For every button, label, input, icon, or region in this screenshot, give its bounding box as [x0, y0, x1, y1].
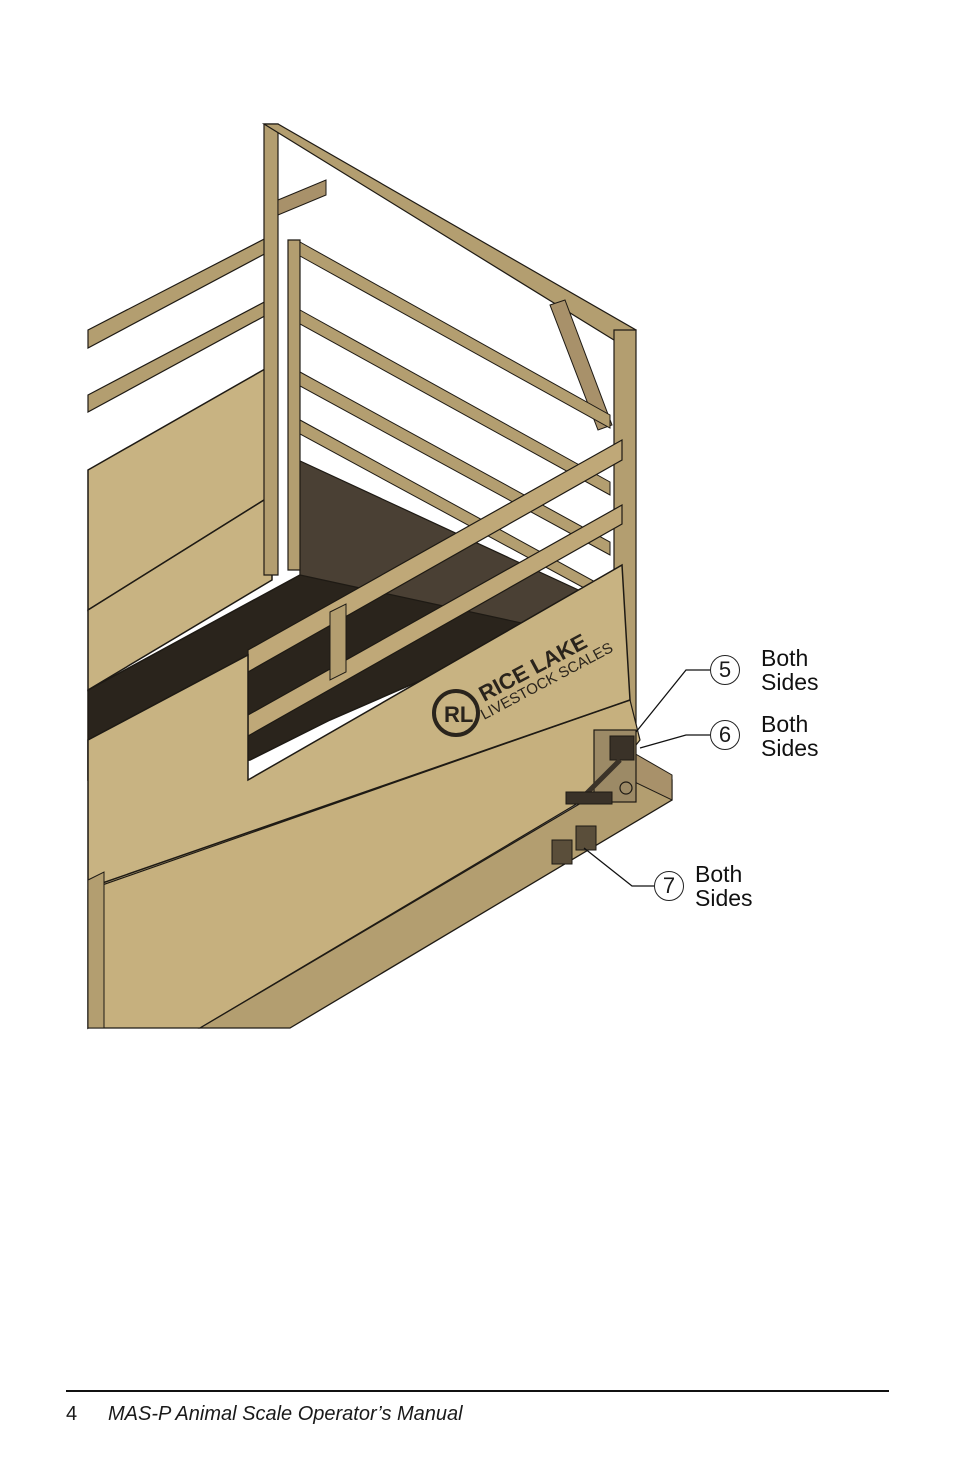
left-rail-top [87, 234, 273, 349]
rear-gate-brace [277, 179, 327, 216]
callout-label-7: Both Sides [695, 862, 753, 910]
rear-gate-top-rail [261, 123, 637, 346]
svg-text:RL: RL [444, 702, 473, 727]
leader-line-7 [583, 847, 654, 887]
leader-line-6 [639, 734, 710, 749]
callout-number-7: 7 [654, 871, 684, 901]
inner-gate-rail-2 [299, 309, 611, 496]
callout-number-6: 6 [710, 720, 740, 750]
manual-title: MAS-P Animal Scale Operator’s Manual [108, 1403, 463, 1425]
callout-number-5: 5 [710, 655, 740, 685]
inner-gate-post [287, 239, 301, 571]
callout-5-line1: Both [761, 645, 809, 671]
panel-seam [87, 699, 631, 889]
callout-6-line1: Both [761, 711, 809, 737]
animal-scale-illustration: RL RICE LAKE LIVESTOCK SCALES [87, 123, 710, 1030]
front-rail-post [329, 603, 347, 681]
left-side-panel-lower [87, 493, 273, 692]
callout-5-line2: Sides [761, 669, 819, 695]
callout-6-line2: Sides [761, 735, 819, 761]
callout-label-5: Both Sides [761, 646, 819, 694]
callout-7-line2: Sides [695, 885, 753, 911]
rear-gate-post-left [263, 123, 279, 576]
footer-rule [66, 1390, 889, 1392]
rear-gate-brace-right [549, 299, 613, 431]
callout-7-line1: Both [695, 861, 743, 887]
inner-gate-rail-1 [299, 241, 611, 429]
jack-mechanism [565, 729, 637, 805]
page-number: 4 [66, 1403, 78, 1425]
left-corner-post [87, 871, 105, 1029]
leader-line-5 [635, 669, 710, 733]
callout-label-6: Both Sides [761, 712, 819, 760]
load-cell-box [551, 825, 597, 865]
